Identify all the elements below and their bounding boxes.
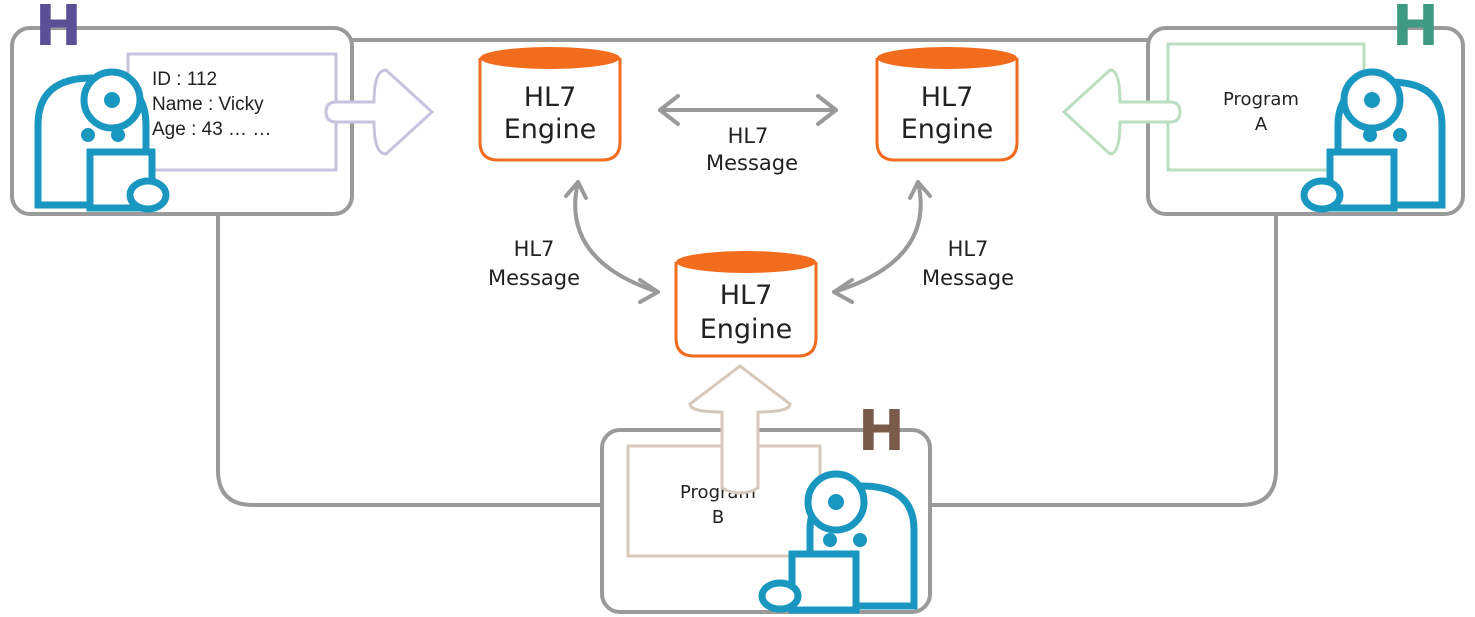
left-down-connector-line — [216, 214, 604, 507]
program-b-letter: B — [712, 507, 724, 528]
engine-right-subtitle: Engine — [901, 114, 994, 145]
engine-right-body — [875, 58, 1019, 162]
staff-person-icon-left — [34, 68, 170, 213]
hospital-left-h-icon: H — [35, 0, 82, 59]
engine-bottom: HL7 Engine — [674, 251, 818, 358]
message-left-line1: HL7 — [514, 237, 555, 261]
record-id-text: ID : 112 — [152, 69, 217, 90]
message-right-line2: Message — [922, 266, 1014, 290]
engine-left: HL7 Engine — [478, 47, 622, 162]
engine-bottom-body — [674, 262, 818, 358]
arrow-right-hospital-to-engine — [1061, 68, 1182, 156]
engine-left-top — [480, 47, 620, 69]
message-top-line1: HL7 — [728, 124, 769, 148]
network-lines — [216, 38, 1278, 507]
engine-left-body — [478, 58, 622, 162]
message-left-line2: Message — [488, 266, 580, 290]
hospital-bottom: Program B H — [600, 399, 932, 614]
message-top-line2: Message — [706, 151, 798, 175]
engine-left-title: HL7 — [524, 82, 577, 113]
record-name-text: Name : Vicky — [152, 94, 264, 115]
hospital-right: Program A H — [1146, 0, 1465, 216]
message-right-line1: HL7 — [948, 237, 989, 261]
message-arrow-right — [832, 180, 932, 304]
staff-person-icon-bottom — [758, 470, 918, 614]
message-arrow-top — [658, 94, 838, 126]
engine-right-title: HL7 — [921, 82, 974, 113]
staff-person-icon-right — [1300, 68, 1446, 213]
arrow-bottom-hospital-to-engine — [688, 364, 792, 495]
engine-left-subtitle: Engine — [504, 114, 597, 145]
message-arrow-left — [564, 180, 660, 304]
engine-bottom-title: HL7 — [720, 280, 773, 311]
program-a-label: Program — [1223, 89, 1299, 110]
engine-right-top — [877, 47, 1017, 69]
message-arrows — [564, 94, 932, 304]
hospital-bottom-h-icon: H — [858, 399, 905, 464]
hospital-left: ID : 112 Name : Vicky Age : 43 … … H — [10, 0, 354, 216]
patient-record-card — [126, 52, 338, 172]
engine-bottom-top — [676, 251, 816, 273]
engine-right: HL7 Engine — [875, 47, 1019, 162]
right-down-connector-line — [930, 214, 1278, 507]
engine-bottom-subtitle: Engine — [700, 314, 793, 345]
hospital-right-h-icon: H — [1392, 0, 1439, 59]
record-age-text: Age : 43 … … — [152, 119, 271, 140]
arrow-left-hospital-to-engine — [324, 68, 435, 156]
program-a-letter: A — [1255, 114, 1268, 135]
